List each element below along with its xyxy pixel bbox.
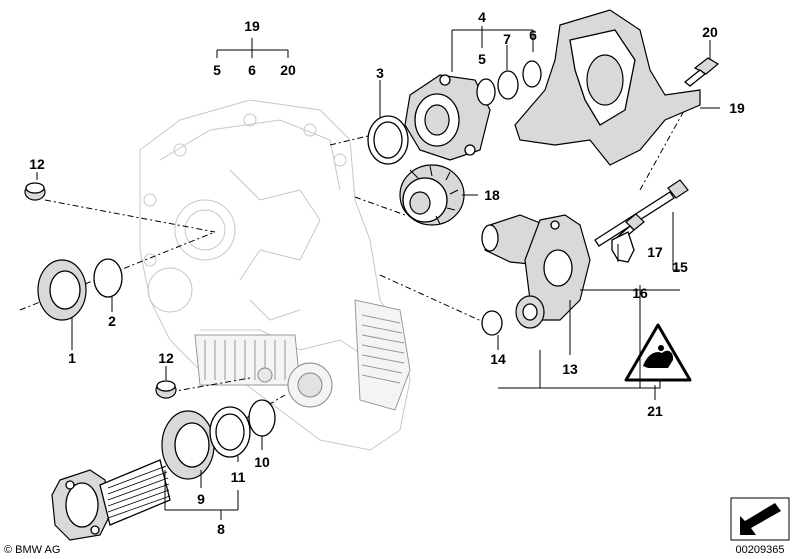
label-19-top: 19 (244, 18, 260, 34)
label-17: 17 (647, 244, 663, 260)
label-18: 18 (484, 187, 500, 203)
output-flange-8[interactable] (51, 459, 171, 541)
label-6: 6 (529, 27, 537, 43)
label-5-group: 5 (213, 62, 221, 78)
actuator-13[interactable] (481, 214, 591, 321)
label-16: 16 (632, 285, 648, 301)
ring-3[interactable] (367, 115, 409, 165)
label-1: 1 (68, 350, 76, 366)
label-20: 20 (702, 24, 718, 40)
label-21: 21 (647, 403, 663, 419)
label-13: 13 (562, 361, 578, 377)
label-15: 15 (672, 259, 688, 275)
plug-12-top[interactable] (24, 182, 46, 201)
o-ring-10[interactable] (248, 399, 276, 437)
shaft-seal-1[interactable] (37, 259, 87, 321)
reference-box: 00209365 (730, 497, 790, 556)
pinion-gear[interactable] (515, 295, 545, 329)
callout-labels: 19 5 6 20 4 5 7 6 3 20 19 12 18 1 2 12 1… (29, 9, 745, 537)
bracket-19[interactable] (514, 9, 701, 166)
label-7: 7 (503, 31, 511, 47)
label-6-group: 6 (248, 62, 256, 78)
leader-lines (36, 26, 720, 520)
bolt-15[interactable] (594, 179, 689, 247)
bolt-20[interactable] (683, 57, 720, 87)
snap-ring-6[interactable] (522, 60, 542, 88)
flange-4[interactable] (404, 74, 491, 161)
gear-18[interactable] (399, 164, 465, 226)
label-3: 3 (376, 65, 384, 81)
ring-11[interactable] (209, 406, 251, 458)
label-14: 14 (490, 351, 506, 367)
transfer-case-housing (139, 99, 411, 451)
copyright-notice: © BMW AG (4, 544, 60, 556)
reference-number: 00209365 (736, 544, 785, 556)
view-direction-arrow-icon (740, 503, 781, 535)
label-10: 10 (254, 454, 270, 470)
clip-16[interactable] (611, 231, 635, 263)
label-8: 8 (217, 521, 225, 537)
label-2: 2 (108, 313, 116, 329)
o-ring-2[interactable] (93, 258, 123, 298)
label-11: 11 (231, 469, 246, 485)
plug-12-lower[interactable] (155, 380, 177, 399)
label-12-top: 12 (29, 156, 45, 172)
seal-9[interactable] (161, 410, 215, 480)
label-19: 19 (729, 100, 745, 116)
o-ring-14[interactable] (481, 310, 503, 336)
label-9: 9 (197, 491, 205, 507)
label-12-lower: 12 (158, 350, 174, 366)
ring-7[interactable] (497, 70, 519, 100)
label-4: 4 (478, 9, 486, 25)
ring-5[interactable] (476, 78, 496, 106)
label-20-group: 20 (280, 62, 296, 78)
label-5: 5 (478, 51, 486, 67)
warning-label-21[interactable] (624, 323, 692, 382)
